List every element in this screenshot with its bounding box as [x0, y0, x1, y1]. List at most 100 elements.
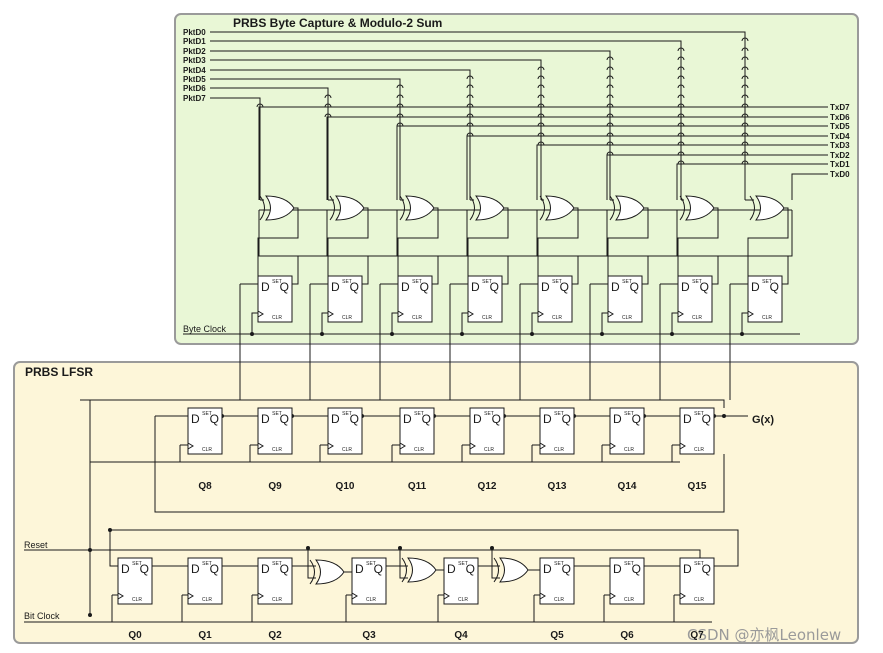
junction-dot — [320, 332, 324, 336]
xor-output-wire — [467, 207, 509, 284]
flipflop-d-pin: D — [613, 412, 622, 426]
flipflop-d-pin: D — [681, 280, 690, 294]
wire-crossing — [537, 122, 545, 127]
pkt-input-label-2: PktD2 — [183, 47, 206, 56]
clock-input-icon — [679, 442, 686, 450]
byte-clock-tap — [321, 312, 328, 326]
flipflop-body — [539, 557, 575, 605]
pkt-input-label-3: PktD3 — [183, 56, 206, 65]
flipflop-set-pin: SET — [624, 411, 634, 417]
lfsr-upper-label-2: Q10 — [336, 481, 355, 492]
flipflop-set-pin: SET — [202, 561, 212, 567]
wire-crossing — [741, 66, 749, 71]
xor-gate-icon — [475, 195, 505, 221]
flipflop-body — [327, 407, 363, 455]
wire-crossing — [537, 113, 545, 118]
wire-crossing — [741, 94, 749, 99]
clock-input-icon — [187, 592, 194, 600]
byte-clock-tap — [671, 312, 678, 326]
wire-crossing — [741, 75, 749, 80]
wire-crossing — [466, 94, 474, 99]
pkt-input-wire — [210, 69, 471, 200]
wire-crossing — [466, 103, 474, 108]
byte-xor-gate — [609, 195, 645, 221]
flipflop-set-pin: SET — [484, 411, 494, 417]
junction-dot — [306, 546, 310, 550]
xor-gate-icon — [615, 195, 645, 221]
clock-input-icon — [397, 310, 404, 318]
xor-gate-icon — [265, 195, 295, 221]
flipflop-q-pin: Q — [350, 412, 359, 426]
flipflop-body — [399, 407, 435, 455]
lfsr-lower-label-4: Q4 — [454, 630, 468, 641]
wire-crossing — [466, 122, 474, 127]
wire-crossing — [677, 47, 685, 52]
flipflop-set-pin: SET — [622, 279, 632, 285]
flipflop-d-pin: D — [355, 562, 364, 576]
wire-crossing — [677, 122, 685, 127]
wire-crossing — [537, 94, 545, 99]
xor-output-wire — [257, 207, 299, 284]
flipflop-set-pin: SET — [342, 279, 352, 285]
byte-clock-tap — [531, 312, 538, 326]
flipflop-d-pin: D — [401, 280, 410, 294]
flipflop-set-pin: SET — [412, 279, 422, 285]
flipflop-d-pin: D — [261, 280, 270, 294]
flipflop-body — [679, 557, 715, 605]
tx-output-wire — [326, 116, 828, 200]
wire-crossing — [741, 151, 749, 156]
wire-crossing — [396, 84, 404, 89]
flipflop-body — [257, 557, 293, 605]
flipflop-clr-pin: CLR — [482, 315, 492, 321]
clock-input-icon — [747, 310, 754, 318]
clock-input-icon — [609, 592, 616, 600]
flipflop-clr-pin: CLR — [552, 315, 562, 321]
flipflop-d-pin: D — [541, 280, 550, 294]
clock-input-icon — [327, 310, 334, 318]
clock-input-icon — [327, 442, 334, 450]
junction-dot — [250, 332, 254, 336]
flipflop-d-pin: D — [611, 280, 620, 294]
lfsr-lower-label-2: Q2 — [268, 630, 282, 641]
wire-crossing — [537, 84, 545, 89]
wire-crossing — [396, 113, 404, 118]
xor-gate-icon — [755, 195, 785, 221]
flipflop-d-pin: D — [683, 562, 692, 576]
reset-wire — [24, 399, 91, 551]
lfsr-upper-label-5: Q13 — [548, 481, 567, 492]
clock-input-icon — [539, 592, 546, 600]
byte-xor-gate — [679, 195, 715, 221]
wire-crossing — [606, 141, 614, 146]
junction-dot — [108, 528, 112, 532]
pkt-input-wire — [210, 59, 542, 200]
lfsr-panel-title: PRBS LFSR — [25, 365, 93, 379]
pkt-input-wire — [210, 50, 611, 200]
clock-input-icon — [257, 442, 264, 450]
junction-dot — [740, 332, 744, 336]
junction-dot — [600, 332, 604, 336]
flipflop-d-pin: D — [331, 280, 340, 294]
wire-crossing — [396, 94, 404, 99]
flipflop-d-pin: D — [471, 280, 480, 294]
clock-input-icon — [537, 310, 544, 318]
clock-input-icon — [607, 310, 614, 318]
flipflop-clr-pin: CLR — [272, 597, 282, 603]
wire-crossing — [741, 132, 749, 137]
flipflop-clr-pin: CLR — [366, 597, 376, 603]
flipflop-body — [467, 275, 503, 323]
wire-crossing — [606, 84, 614, 89]
wire-crossing — [677, 94, 685, 99]
lfsr-upper-label-1: Q9 — [268, 481, 282, 492]
flipflop-q-pin: Q — [350, 280, 359, 294]
flipflop-clr-pin: CLR — [484, 447, 494, 453]
byte-clock-tap — [391, 312, 398, 326]
flipflop-set-pin: SET — [272, 279, 282, 285]
flipflop-clr-pin: CLR — [694, 597, 704, 603]
